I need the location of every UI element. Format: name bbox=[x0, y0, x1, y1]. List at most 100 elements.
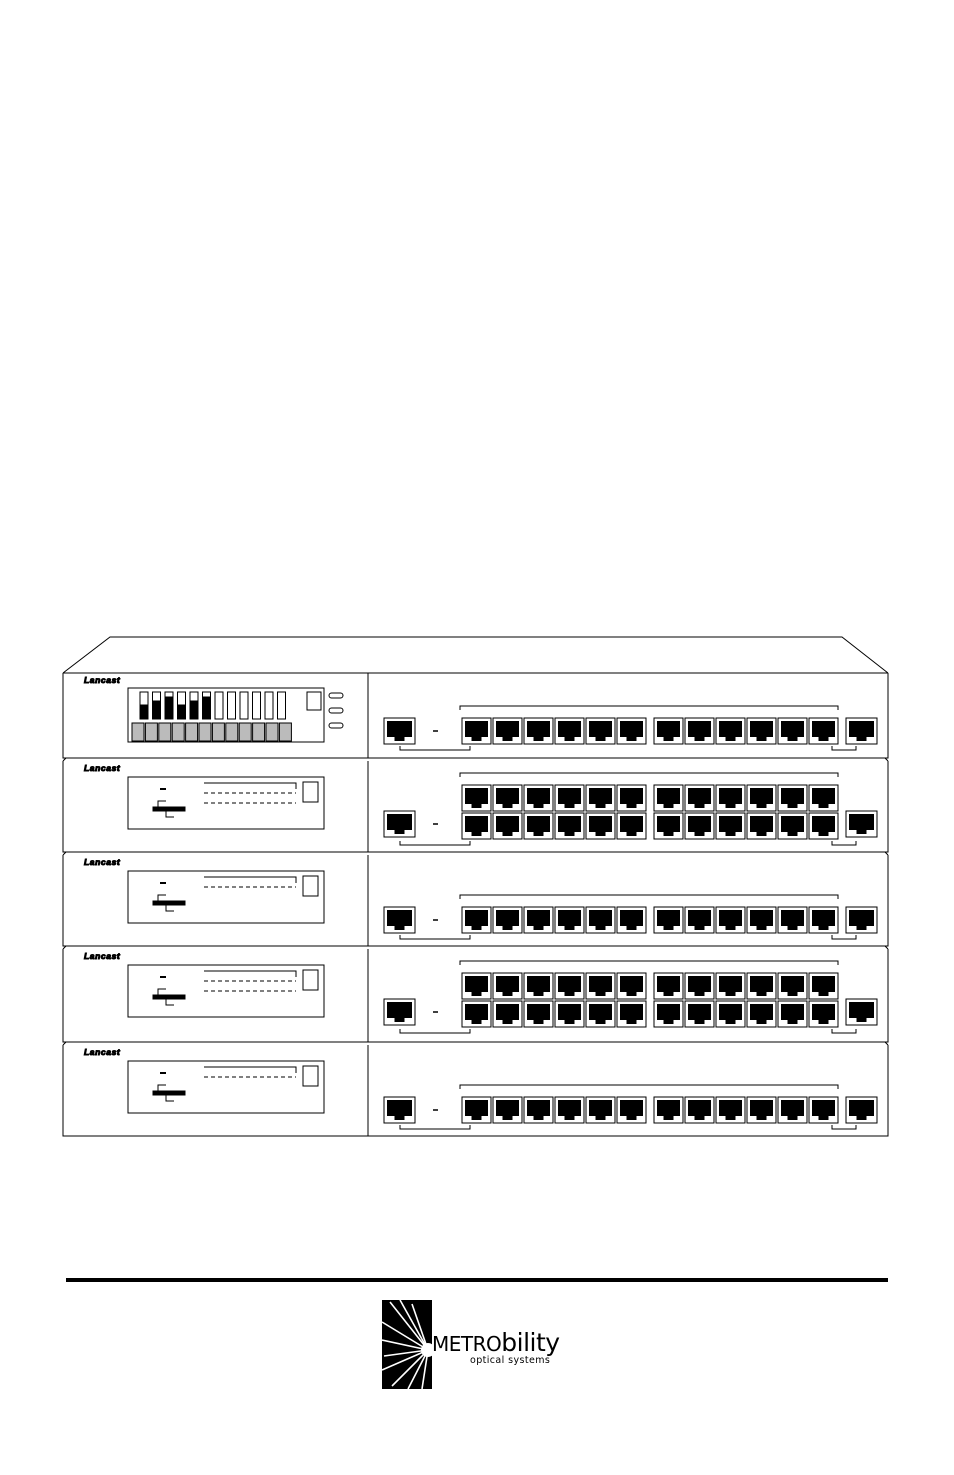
port bbox=[616, 1000, 647, 1028]
metrobility-logo: METRObility optical systems bbox=[382, 1300, 582, 1392]
port bbox=[653, 1096, 684, 1124]
port bbox=[461, 717, 492, 745]
status-panel bbox=[127, 870, 325, 924]
status-panel bbox=[127, 964, 325, 1018]
port bbox=[461, 1000, 492, 1028]
starburst-icon bbox=[382, 1300, 432, 1389]
port bbox=[684, 784, 715, 812]
port bbox=[585, 784, 616, 812]
port bbox=[684, 1000, 715, 1028]
port bbox=[777, 1096, 808, 1124]
cascade-port bbox=[845, 810, 878, 838]
logo-rest: bility bbox=[501, 1328, 560, 1357]
port bbox=[554, 784, 585, 812]
port bbox=[777, 906, 808, 934]
brand-label: Lancast bbox=[84, 857, 121, 867]
port bbox=[808, 1000, 839, 1028]
segment-display bbox=[302, 781, 319, 803]
port bbox=[746, 1000, 777, 1028]
port bbox=[523, 717, 554, 745]
port bbox=[585, 906, 616, 934]
port bbox=[492, 717, 523, 745]
uplink-port bbox=[383, 1096, 416, 1124]
port bbox=[808, 812, 839, 840]
brand-label: Lancast bbox=[84, 763, 121, 773]
cascade-port bbox=[845, 1096, 878, 1124]
uplink-port bbox=[383, 998, 416, 1026]
port bbox=[461, 972, 492, 1000]
switch-unit-3: Lancast bbox=[62, 851, 889, 947]
port bbox=[585, 1000, 616, 1028]
port bbox=[777, 812, 808, 840]
status-display bbox=[127, 687, 325, 743]
uplink-port bbox=[383, 717, 416, 745]
port bbox=[554, 812, 585, 840]
port bbox=[777, 972, 808, 1000]
port bbox=[616, 784, 647, 812]
port bbox=[523, 1000, 554, 1028]
segment-display bbox=[302, 875, 319, 897]
port bbox=[715, 1000, 746, 1028]
port bbox=[653, 1000, 684, 1028]
uplink-port bbox=[383, 810, 416, 838]
port bbox=[461, 812, 492, 840]
port bbox=[684, 812, 715, 840]
port bbox=[585, 1096, 616, 1124]
port bbox=[523, 784, 554, 812]
port bbox=[777, 1000, 808, 1028]
port bbox=[492, 906, 523, 934]
port bbox=[684, 972, 715, 1000]
port bbox=[616, 972, 647, 1000]
port bbox=[808, 906, 839, 934]
port bbox=[585, 812, 616, 840]
port bbox=[777, 784, 808, 812]
port bbox=[585, 717, 616, 745]
port bbox=[554, 1000, 585, 1028]
port bbox=[616, 812, 647, 840]
port bbox=[461, 906, 492, 934]
switch-unit-5: Lancast bbox=[62, 1041, 889, 1137]
port bbox=[616, 906, 647, 934]
cascade-port bbox=[845, 717, 878, 745]
logo-wordmark: METRObility bbox=[432, 1330, 560, 1357]
status-panel bbox=[127, 1060, 325, 1114]
port bbox=[808, 1096, 839, 1124]
footer-rule bbox=[66, 1278, 888, 1282]
port bbox=[616, 717, 647, 745]
port bbox=[461, 784, 492, 812]
port bbox=[523, 1096, 554, 1124]
brand-label: Lancast bbox=[84, 1047, 121, 1057]
port bbox=[653, 784, 684, 812]
port bbox=[523, 812, 554, 840]
logo-tagline: optical systems bbox=[470, 1355, 551, 1366]
port bbox=[746, 906, 777, 934]
port bbox=[554, 1096, 585, 1124]
switch-unit-2: Lancast bbox=[62, 757, 889, 853]
port bbox=[554, 906, 585, 934]
port bbox=[554, 972, 585, 1000]
status-panel bbox=[127, 776, 325, 830]
port bbox=[523, 972, 554, 1000]
uplink-port bbox=[383, 906, 416, 934]
segment-display bbox=[302, 969, 319, 991]
port bbox=[715, 717, 746, 745]
port bbox=[585, 972, 616, 1000]
port bbox=[808, 784, 839, 812]
port bbox=[492, 812, 523, 840]
port bbox=[746, 972, 777, 1000]
segment-display bbox=[302, 1065, 319, 1087]
logo-caps: METRO bbox=[432, 1332, 502, 1356]
port bbox=[461, 1096, 492, 1124]
port bbox=[684, 717, 715, 745]
port bbox=[808, 972, 839, 1000]
port bbox=[684, 1096, 715, 1124]
port bbox=[653, 906, 684, 934]
switch-unit-4: Lancast bbox=[62, 945, 889, 1043]
brand-label: Lancast bbox=[84, 951, 121, 961]
port bbox=[808, 717, 839, 745]
port bbox=[746, 717, 777, 745]
cascade-port bbox=[845, 906, 878, 934]
switch-unit-1: Lancast bbox=[62, 673, 889, 759]
port bbox=[746, 812, 777, 840]
